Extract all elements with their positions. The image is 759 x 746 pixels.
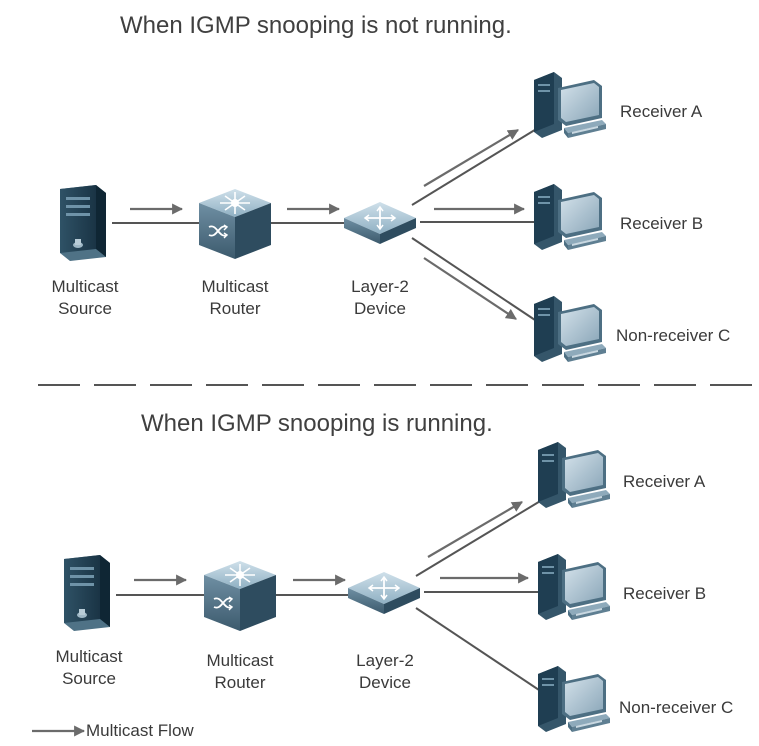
section-bottom bbox=[64, 442, 610, 732]
router-label-line1: Multicast bbox=[201, 277, 269, 296]
router-icon bbox=[198, 188, 272, 260]
non-receiver-c-label-top: Non-receiver C bbox=[616, 326, 731, 345]
source-label-line2: Source bbox=[62, 669, 116, 688]
source-label-bottom: Multicast Source bbox=[34, 646, 144, 690]
receiver-b-pc-icon bbox=[534, 184, 606, 250]
flow-arrow-to-non-receiver-c bbox=[423, 257, 517, 320]
receiver-a-pc-icon bbox=[538, 442, 610, 508]
router-icon bbox=[203, 560, 277, 632]
receiver-a-pc-icon bbox=[534, 72, 606, 138]
source-label-line1: Multicast bbox=[55, 647, 123, 666]
non-receiver-c-pc-icon bbox=[534, 296, 606, 362]
non-receiver-c-label-bottom: Non-receiver C bbox=[619, 698, 734, 717]
switch-label-line2: Device bbox=[354, 299, 406, 318]
link-switch-receiver-a bbox=[411, 127, 539, 206]
switch-label-top: Layer-2 Device bbox=[325, 276, 435, 320]
source-label-top: Multicast Source bbox=[30, 276, 140, 320]
flow-arrow-to-receiver-a bbox=[423, 129, 519, 187]
layer2-switch-icon bbox=[347, 571, 421, 615]
source-label-line2: Source bbox=[58, 299, 112, 318]
switch-label-line1: Layer-2 bbox=[356, 651, 414, 670]
source-label-line1: Multicast bbox=[51, 277, 119, 296]
section-top bbox=[60, 72, 606, 362]
router-label-bottom: Multicast Router bbox=[185, 650, 295, 694]
switch-label-bottom: Layer-2 Device bbox=[330, 650, 440, 694]
receiver-b-label-top: Receiver B bbox=[620, 214, 704, 233]
section-title-bottom: When IGMP snooping is running. bbox=[141, 410, 493, 437]
router-label-line1: Multicast bbox=[206, 651, 274, 670]
link-switch-receiver-a bbox=[415, 499, 543, 577]
legend-label: Multicast Flow bbox=[86, 721, 194, 740]
receiver-b-label-bottom: Receiver B bbox=[623, 584, 707, 603]
receiver-a-label-bottom: Receiver A bbox=[623, 472, 706, 491]
non-receiver-c-pc-icon bbox=[538, 666, 610, 732]
switch-label-line2: Device bbox=[359, 673, 411, 692]
source-server-icon bbox=[60, 185, 106, 261]
section-title-top: When IGMP snooping is not running. bbox=[120, 12, 512, 39]
link-switch-non-receiver-c bbox=[411, 237, 539, 323]
link-switch-non-receiver-c bbox=[415, 607, 543, 693]
flow-arrow-to-receiver-a bbox=[427, 501, 523, 558]
router-label-top: Multicast Router bbox=[180, 276, 290, 320]
layer2-switch-icon bbox=[343, 201, 417, 245]
receiver-a-label-top: Receiver A bbox=[620, 102, 703, 121]
router-label-line2: Router bbox=[214, 673, 266, 692]
router-label-line2: Router bbox=[209, 299, 261, 318]
receiver-b-pc-icon bbox=[538, 554, 610, 620]
source-server-icon bbox=[64, 555, 110, 631]
switch-label-line1: Layer-2 bbox=[351, 277, 409, 296]
